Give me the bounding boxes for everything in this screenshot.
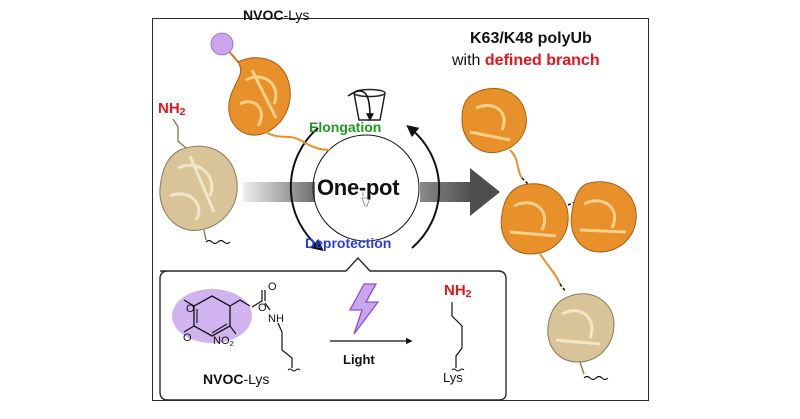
inset-nvoc-lys-label: NVOC-Lys: [203, 372, 269, 386]
product-amine-label: NH2: [444, 283, 472, 300]
nitro-main: NO: [213, 335, 230, 347]
methoxy-oxygen-bottom: O: [183, 332, 192, 344]
methoxy-oxygen-top: O: [186, 303, 195, 315]
title-line2: with defined branch: [452, 53, 600, 69]
lys-suffix: -Lys: [283, 7, 310, 23]
deprotection-label: Deprotection: [305, 235, 392, 251]
inset-nvoc-prefix: NVOC: [203, 371, 244, 387]
carbamate-oxygen: O: [258, 302, 267, 314]
cycle-arrow-right: [406, 124, 441, 249]
product-amine-sub: 2: [465, 288, 472, 300]
nitro-label: NO2: [213, 336, 234, 348]
amine-main: NH: [158, 100, 180, 117]
product-lys-label: Lys: [443, 370, 463, 385]
flask-icon: [361, 191, 371, 207]
cycle-inner-ring: [312, 134, 420, 242]
light-condition-label: Light: [343, 352, 375, 367]
free-amine-label: NH2: [158, 101, 186, 118]
one-pot-label: One-pot: [317, 175, 400, 200]
purple-bead-icon: [210, 32, 234, 56]
nvoc-structure: [172, 289, 301, 372]
title-line1: K63/K48 polyUb: [470, 30, 592, 47]
amine-sub: 2: [179, 106, 186, 118]
ubiquitin-free-amine-left: [159, 118, 238, 245]
inset-lys-suffix: -Lys: [243, 371, 270, 387]
ub-bottom: [547, 293, 615, 363]
title-line2-highlight: defined branch: [484, 52, 600, 69]
carbamate-nh-label: NH: [268, 313, 284, 325]
lightning-bolt-icon: [348, 283, 380, 335]
ubiquitin-nvoc-top: [210, 32, 331, 151]
inset-callout-box: [159, 256, 507, 401]
ub-middle-left: [500, 183, 569, 255]
polyub-chain: [461, 87, 637, 381]
product-amine-main: NH: [444, 282, 466, 299]
carbonyl-oxygen: O: [268, 281, 277, 293]
nitro-sub: 2: [229, 339, 234, 348]
nvoc-prefix: NVOC: [243, 7, 284, 23]
ub-top-right: [461, 87, 527, 154]
top-nvoc-lys-label: NVOC-Lys: [243, 8, 309, 22]
process-arrow-left: [243, 182, 315, 202]
cycle-arrow-left: [289, 127, 324, 252]
ub-middle-right: [570, 181, 637, 253]
addition-arrow: [347, 90, 374, 122]
process-arrow-right: [420, 168, 500, 216]
lys-structure: [451, 302, 465, 372]
title-line2-prefix: with: [452, 52, 485, 69]
elongation-label: Elongation: [309, 119, 382, 135]
